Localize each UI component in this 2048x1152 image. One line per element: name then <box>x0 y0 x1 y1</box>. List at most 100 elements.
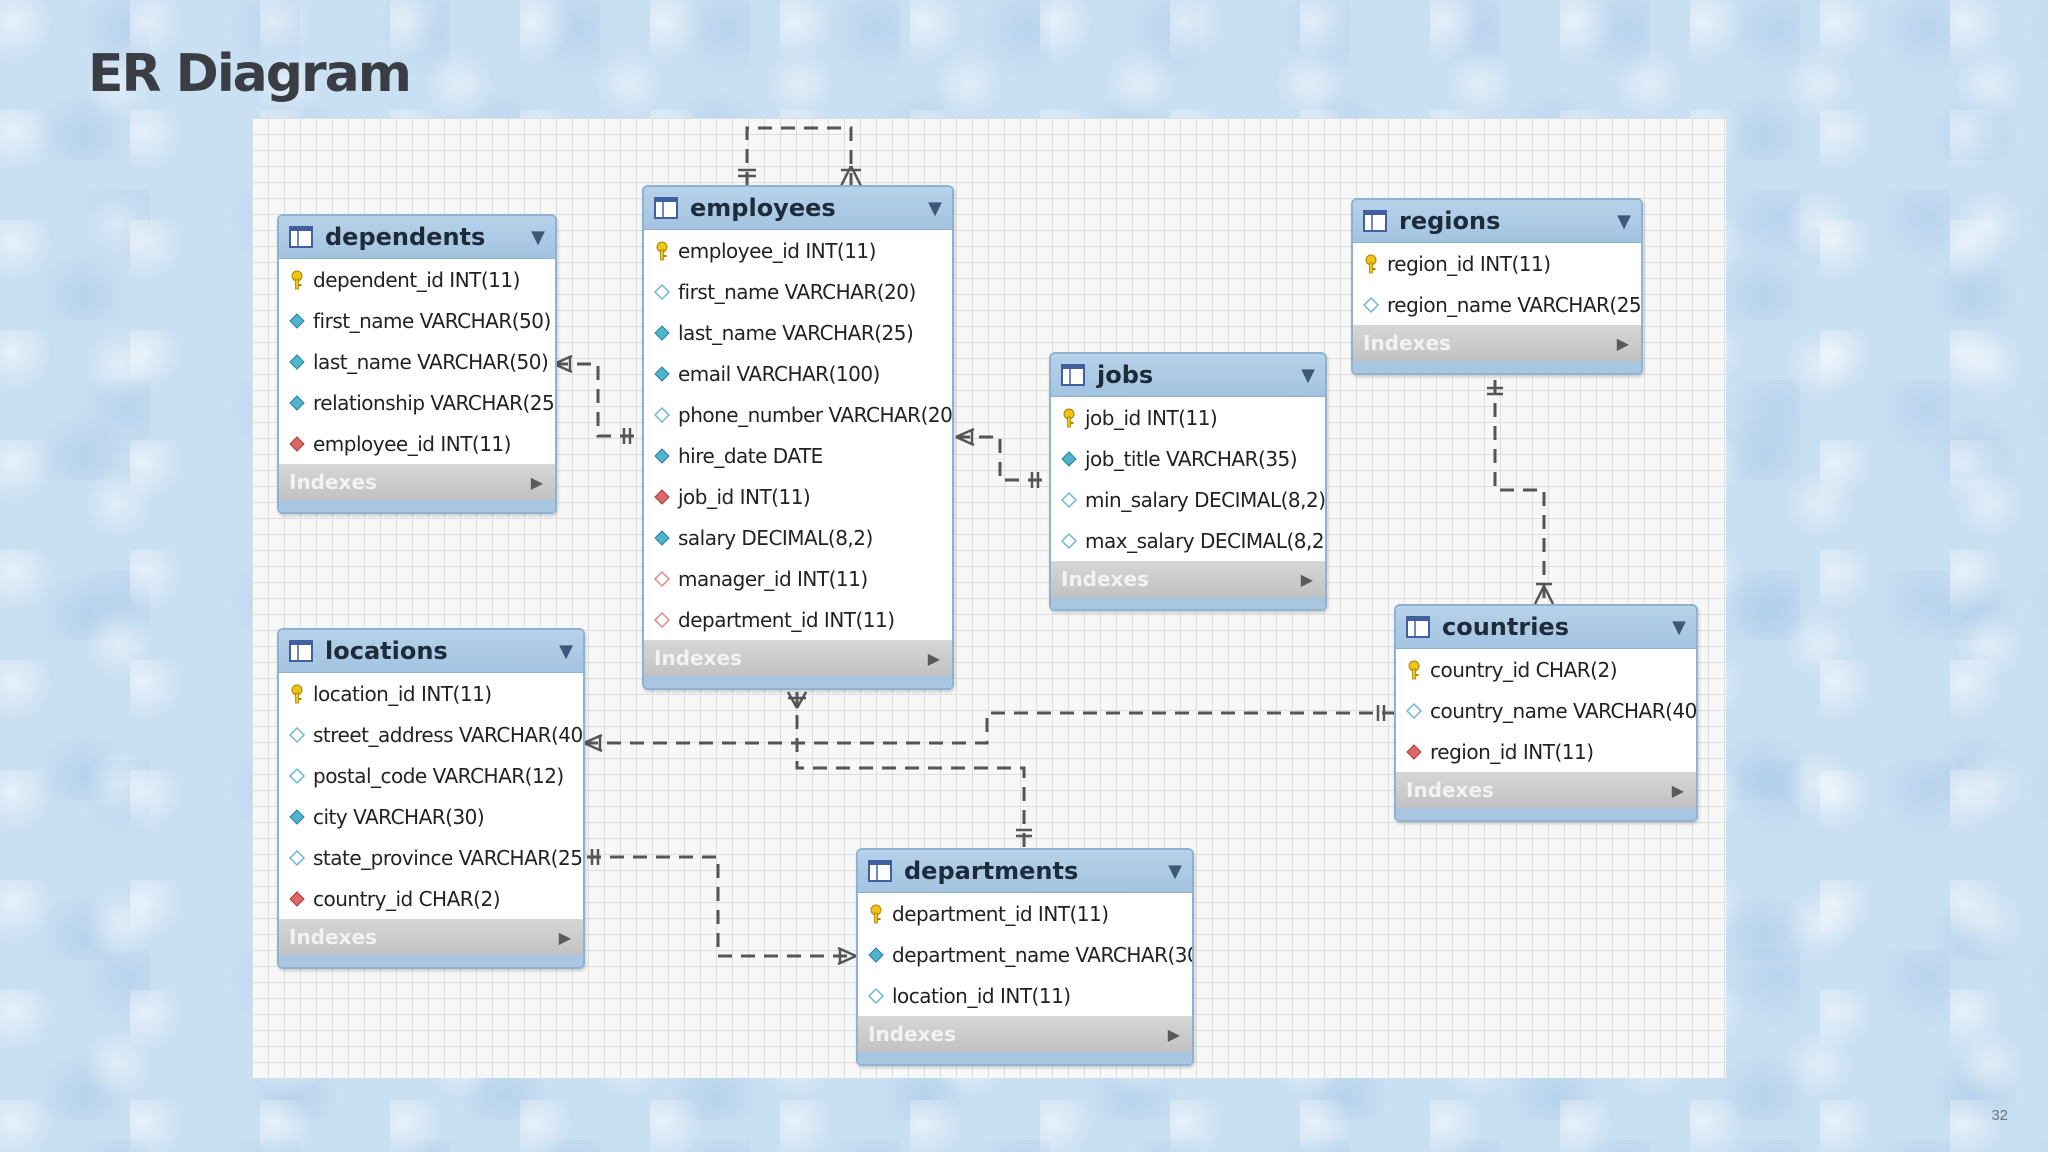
indexes-row[interactable]: Indexes ▶ <box>858 1016 1192 1052</box>
indexes-row[interactable]: Indexes ▶ <box>279 919 583 955</box>
column-row[interactable]: email VARCHAR(100) <box>644 353 952 394</box>
column-definition: salary DECIMAL(8,2) <box>678 525 873 550</box>
expand-arrow-icon[interactable]: ▶ <box>558 927 571 947</box>
expand-arrow-icon[interactable]: ▶ <box>1671 780 1684 800</box>
column-definition: max_salary DECIMAL(8,2) <box>1085 528 1327 553</box>
foreign-key-icon <box>652 487 672 507</box>
table-header[interactable]: dependents ▼ <box>279 216 555 259</box>
indexes-label: Indexes <box>868 1022 956 1046</box>
column-row[interactable]: job_id INT(11) <box>644 476 952 517</box>
column-definition: last_name VARCHAR(25) <box>678 320 914 345</box>
column-definition: postal_code VARCHAR(12) <box>313 763 564 788</box>
column-row[interactable]: state_province VARCHAR(25) <box>279 837 583 878</box>
relationship-dependents-employees <box>553 354 640 444</box>
column-row[interactable]: region_id INT(11) <box>1396 731 1696 772</box>
collapse-toggle-icon[interactable]: ▼ <box>559 640 573 662</box>
column-row[interactable]: min_salary DECIMAL(8,2) <box>1051 479 1325 520</box>
expand-arrow-icon[interactable]: ▶ <box>1616 333 1629 353</box>
column-definition: location_id INT(11) <box>313 681 492 706</box>
table-icon <box>289 640 313 662</box>
column-row[interactable]: first_name VARCHAR(50) <box>279 300 555 341</box>
collapse-toggle-icon[interactable]: ▼ <box>928 197 942 219</box>
table-name: jobs <box>1097 361 1154 389</box>
foreign-key-icon <box>1404 742 1424 762</box>
indexes-row[interactable]: Indexes ▶ <box>279 464 555 500</box>
table-header[interactable]: countries ▼ <box>1396 606 1696 649</box>
foreign-key-icon <box>287 434 307 454</box>
nullable-column-icon <box>652 405 672 425</box>
column-row[interactable]: first_name VARCHAR(20) <box>644 271 952 312</box>
table-name: locations <box>325 637 448 665</box>
column-row[interactable]: city VARCHAR(30) <box>279 796 583 837</box>
column-row[interactable]: relationship VARCHAR(25) <box>279 382 555 423</box>
table-dependents[interactable]: dependents ▼ dependent_id INT(11)first_n… <box>277 214 557 514</box>
slide-title: ER Diagram <box>88 44 412 104</box>
indexes-row[interactable]: Indexes ▶ <box>644 640 952 676</box>
column-row[interactable]: region_id INT(11) <box>1353 243 1641 284</box>
column-definition: manager_id INT(11) <box>678 566 868 591</box>
column-row[interactable]: country_id CHAR(2) <box>279 878 583 919</box>
collapse-toggle-icon[interactable]: ▼ <box>1672 616 1686 638</box>
primary-key-icon <box>1404 660 1424 680</box>
column-row[interactable]: hire_date DATE <box>644 435 952 476</box>
table-employees[interactable]: employees ▼ employee_id INT(11)first_nam… <box>642 185 954 690</box>
column-row[interactable]: region_name VARCHAR(25) <box>1353 284 1641 325</box>
table-regions[interactable]: regions ▼ region_id INT(11) region_name V… <box>1351 198 1643 375</box>
primary-key-icon <box>866 904 886 924</box>
column-row[interactable]: job_title VARCHAR(35) <box>1051 438 1325 479</box>
indexes-label: Indexes <box>1061 567 1149 591</box>
table-header[interactable]: employees ▼ <box>644 187 952 230</box>
column-row[interactable]: job_id INT(11) <box>1051 397 1325 438</box>
table-header[interactable]: regions ▼ <box>1353 200 1641 243</box>
expand-arrow-icon[interactable]: ▶ <box>1167 1024 1180 1044</box>
column-row[interactable]: salary DECIMAL(8,2) <box>644 517 952 558</box>
table-name: regions <box>1399 207 1501 235</box>
column-row[interactable]: department_id INT(11) <box>644 599 952 640</box>
column-list: region_id INT(11) region_name VARCHAR(25) <box>1353 243 1641 325</box>
column-row[interactable]: employee_id INT(11) <box>279 423 555 464</box>
table-header[interactable]: departments ▼ <box>858 850 1192 893</box>
not-null-column-icon <box>287 393 307 413</box>
column-row[interactable]: department_id INT(11) <box>858 893 1192 934</box>
column-row[interactable]: country_id CHAR(2) <box>1396 649 1696 690</box>
column-row[interactable]: last_name VARCHAR(25) <box>644 312 952 353</box>
column-row[interactable]: street_address VARCHAR(40) <box>279 714 583 755</box>
relationship-employees-self <box>738 126 863 187</box>
table-jobs[interactable]: jobs ▼ job_id INT(11)job_title VARCHAR(3… <box>1049 352 1327 611</box>
column-row[interactable]: dependent_id INT(11) <box>279 259 555 300</box>
column-row[interactable]: last_name VARCHAR(50) <box>279 341 555 382</box>
nullable-column-icon <box>287 848 307 868</box>
collapse-toggle-icon[interactable]: ▼ <box>1617 210 1631 232</box>
nullable-column-icon <box>287 766 307 786</box>
table-header[interactable]: jobs ▼ <box>1051 354 1325 397</box>
indexes-row[interactable]: Indexes ▶ <box>1396 772 1696 808</box>
column-row[interactable]: postal_code VARCHAR(12) <box>279 755 583 796</box>
column-row[interactable]: employee_id INT(11) <box>644 230 952 271</box>
column-row[interactable]: manager_id INT(11) <box>644 558 952 599</box>
column-row[interactable]: location_id INT(11) <box>279 673 583 714</box>
column-definition: country_name VARCHAR(40) <box>1430 698 1698 723</box>
collapse-toggle-icon[interactable]: ▼ <box>1301 364 1315 386</box>
collapse-toggle-icon[interactable]: ▼ <box>1168 860 1182 882</box>
relationship-countries-regions <box>1487 380 1555 605</box>
expand-arrow-icon[interactable]: ▶ <box>927 648 940 668</box>
table-countries[interactable]: countries ▼ country_id CHAR(2) country_na… <box>1394 604 1698 822</box>
column-row[interactable]: department_name VARCHAR(30) <box>858 934 1192 975</box>
table-footer <box>279 955 583 967</box>
column-row[interactable]: country_name VARCHAR(40) <box>1396 690 1696 731</box>
indexes-row[interactable]: Indexes ▶ <box>1051 561 1325 597</box>
collapse-toggle-icon[interactable]: ▼ <box>531 226 545 248</box>
relationship-employees-jobs <box>955 427 1048 488</box>
column-list: country_id CHAR(2) country_name VARCHAR(4… <box>1396 649 1696 772</box>
table-locations[interactable]: locations ▼ location_id INT(11) street_ad… <box>277 628 585 969</box>
column-row[interactable]: location_id INT(11) <box>858 975 1192 1016</box>
not-null-column-icon <box>652 364 672 384</box>
column-definition: region_id INT(11) <box>1387 251 1551 276</box>
indexes-row[interactable]: Indexes ▶ <box>1353 325 1641 361</box>
expand-arrow-icon[interactable]: ▶ <box>1300 569 1313 589</box>
expand-arrow-icon[interactable]: ▶ <box>530 472 543 492</box>
table-header[interactable]: locations ▼ <box>279 630 583 673</box>
column-row[interactable]: phone_number VARCHAR(20) <box>644 394 952 435</box>
column-row[interactable]: max_salary DECIMAL(8,2) <box>1051 520 1325 561</box>
table-departments[interactable]: departments ▼ department_id INT(11)depar… <box>856 848 1194 1066</box>
